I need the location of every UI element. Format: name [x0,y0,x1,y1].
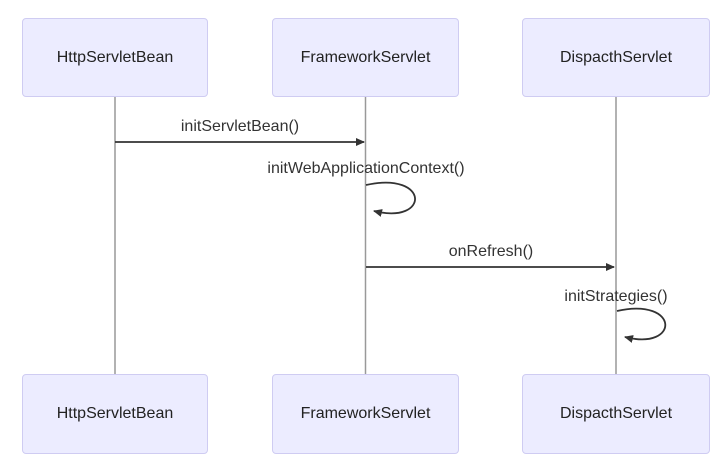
actor-label: FrameworkServlet [300,405,431,422]
message-label-onrefresh: onRefresh() [448,243,534,260]
actor-label: DispacthServlet [559,48,673,66]
actor-label: DispacthServlet [559,405,673,422]
message-label-initwebapplicationcontext: initWebApplicationContext() [267,160,465,177]
actor-label: FrameworkServlet [300,48,431,66]
selfloop-initstrategies [616,307,667,343]
actor-top-httpservletbean: HttpServletBean [22,18,208,97]
actor-top-frameworkservlet: FrameworkServlet [272,18,459,97]
message-label-initservletbean: initServletBean() [180,118,300,135]
selfloop-initwebapplicationcontext [365,181,416,217]
actor-bottom-frameworkservlet: FrameworkServlet [272,374,459,454]
actor-bottom-dispacthservlet: DispacthServlet [522,374,710,454]
actor-label: HttpServletBean [56,48,174,66]
message-label-initstrategies: initStrategies() [564,288,668,305]
actor-top-dispacthservlet: DispacthServlet [522,18,710,97]
actor-label: HttpServletBean [56,405,174,422]
actor-bottom-httpservletbean: HttpServletBean [22,374,208,454]
